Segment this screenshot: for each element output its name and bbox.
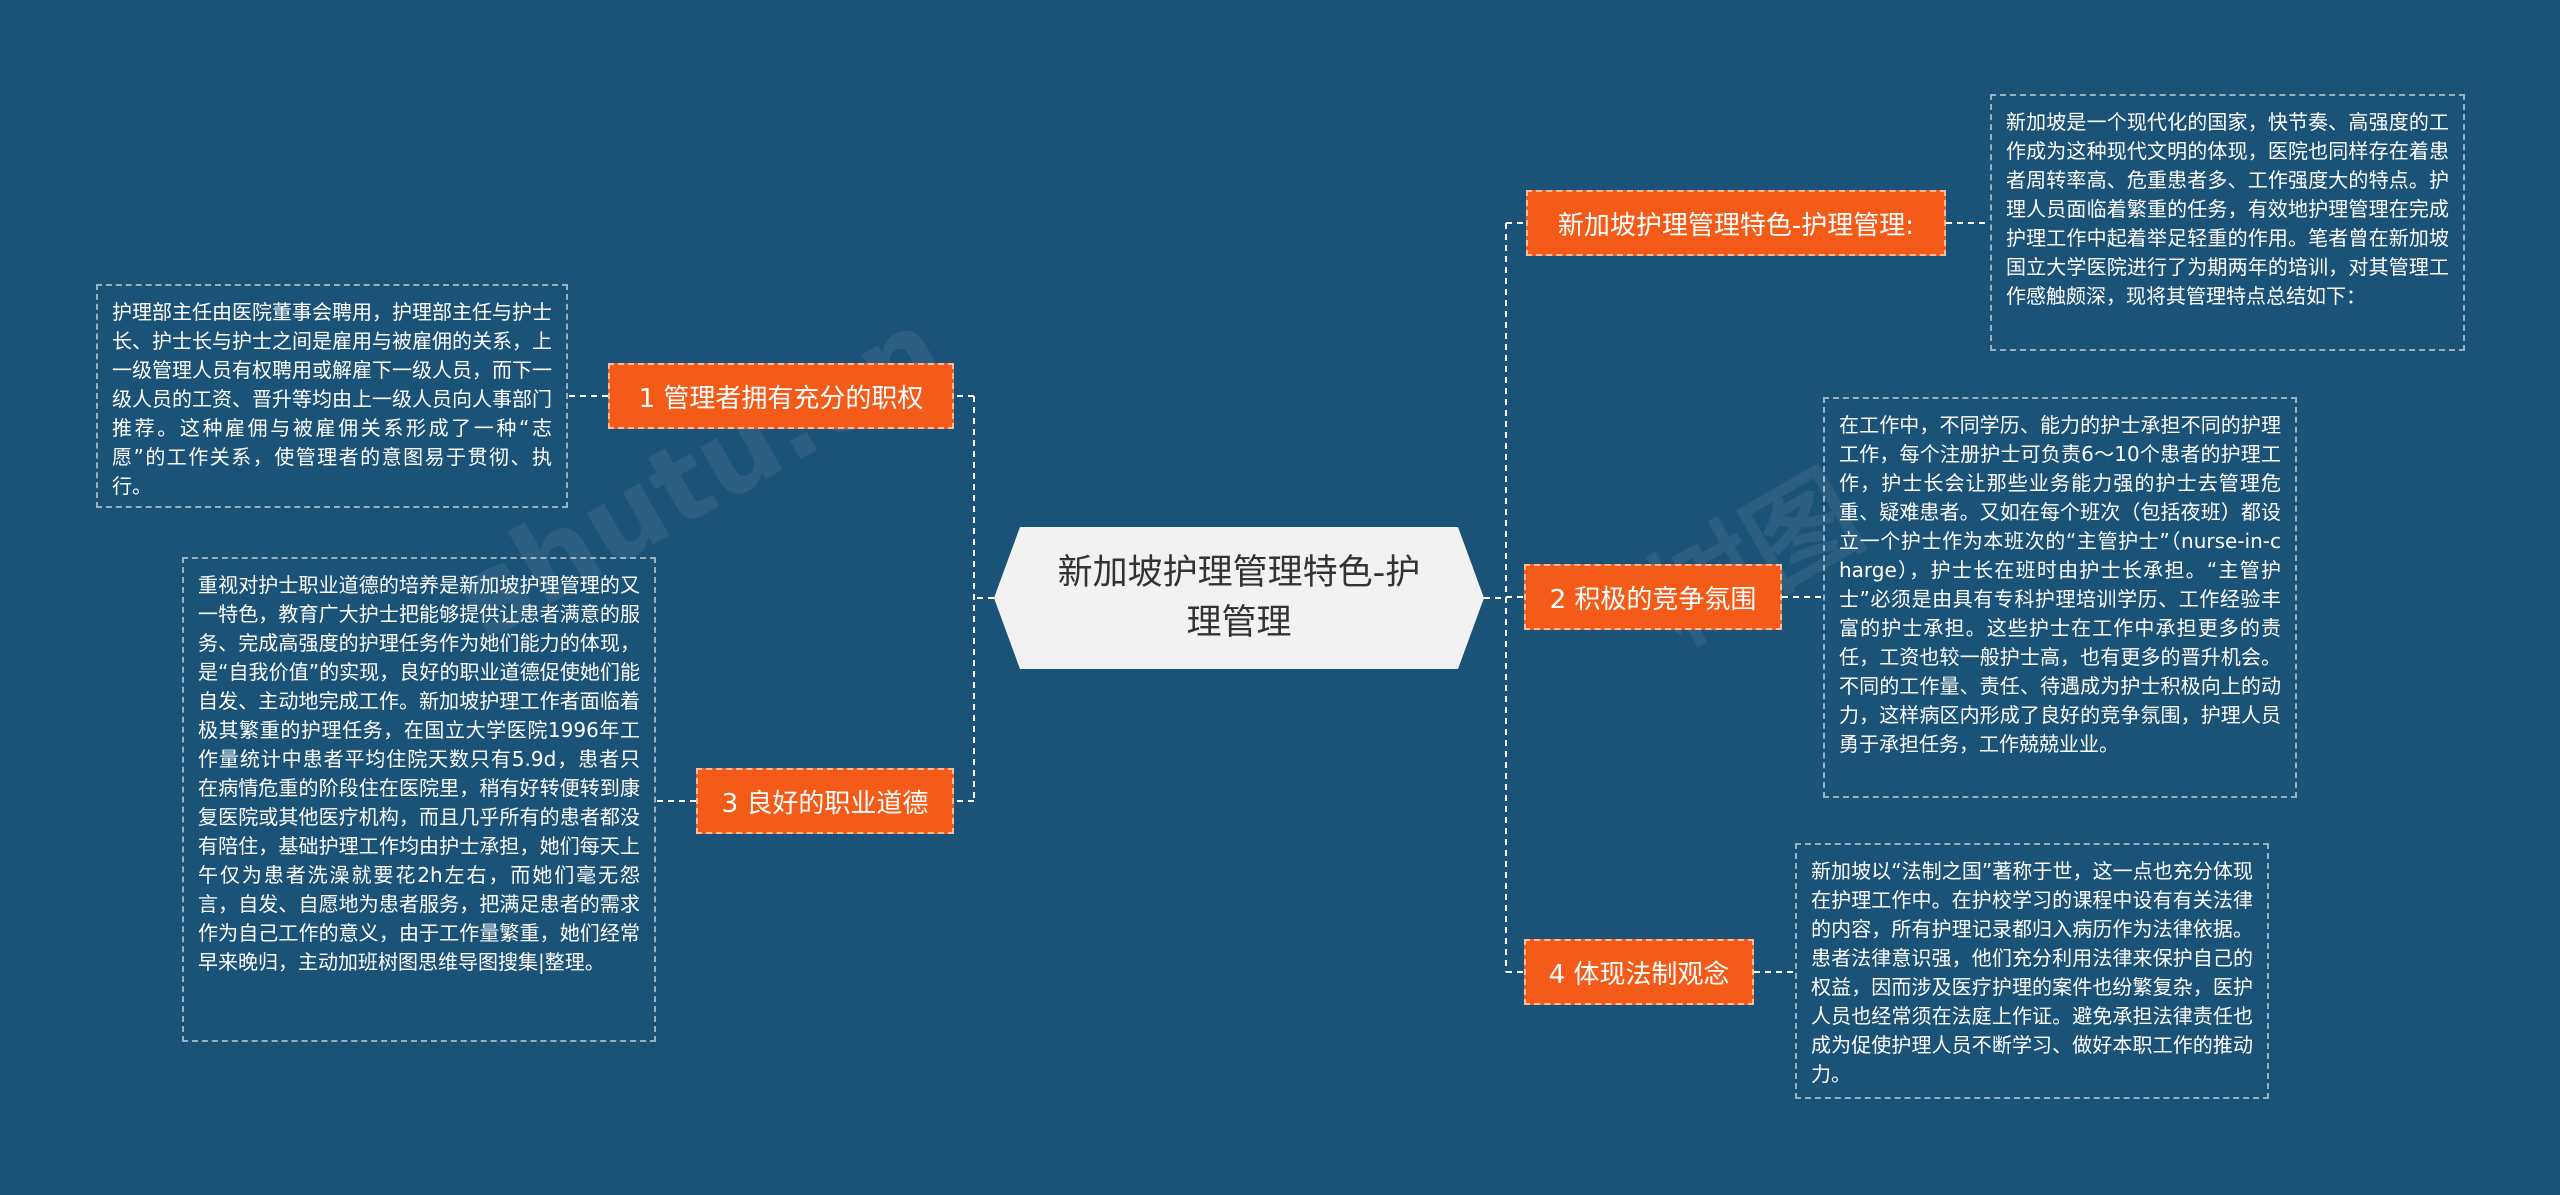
branch-law[interactable]: 4 体现法制观念: [1524, 939, 1754, 1005]
center-topic[interactable]: 新加坡护理管理特色-护理管理: [994, 527, 1484, 669]
branch-ethics-label: 3 良好的职业道德: [721, 788, 929, 819]
branch-ethics[interactable]: 3 良好的职业道德: [696, 768, 954, 834]
branch-authority[interactable]: 1 管理者拥有充分的职权: [608, 363, 954, 429]
note-ethics: 重视对护士职业道德的培养是新加坡护理管理的又一特色，教育广大护士把能够提供让患者…: [182, 557, 656, 1042]
branch-intro[interactable]: 新加坡护理管理特色-护理管理:: [1526, 190, 1946, 256]
branch-law-label: 4 体现法制观念: [1548, 959, 1730, 990]
note-intro: 新加坡是一个现代化的国家，快节奏、高强度的工作成为这种现代文明的体现，医院也同样…: [1990, 94, 2465, 351]
branch-competition-label: 2 积极的竞争氛围: [1549, 584, 1757, 615]
branch-authority-label: 1 管理者拥有充分的职权: [638, 383, 924, 414]
center-topic-label: 新加坡护理管理特色-护理管理: [1057, 553, 1421, 643]
note-authority: 护理部主任由医院董事会聘用，护理部主任与护士长、护士长与护士之间是雇用与被雇佣的…: [96, 284, 568, 508]
note-law: 新加坡以“法制之国”著称于世，这一点也充分体现在护理工作中。在护校学习的课程中设…: [1795, 843, 2269, 1099]
branch-intro-label: 新加坡护理管理特色-护理管理:: [1557, 210, 1915, 241]
branch-competition[interactable]: 2 积极的竞争氛围: [1524, 564, 1782, 630]
note-competition: 在工作中，不同学历、能力的护士承担不同的护理工作，每个注册护士可负责6～10个患…: [1823, 397, 2297, 798]
